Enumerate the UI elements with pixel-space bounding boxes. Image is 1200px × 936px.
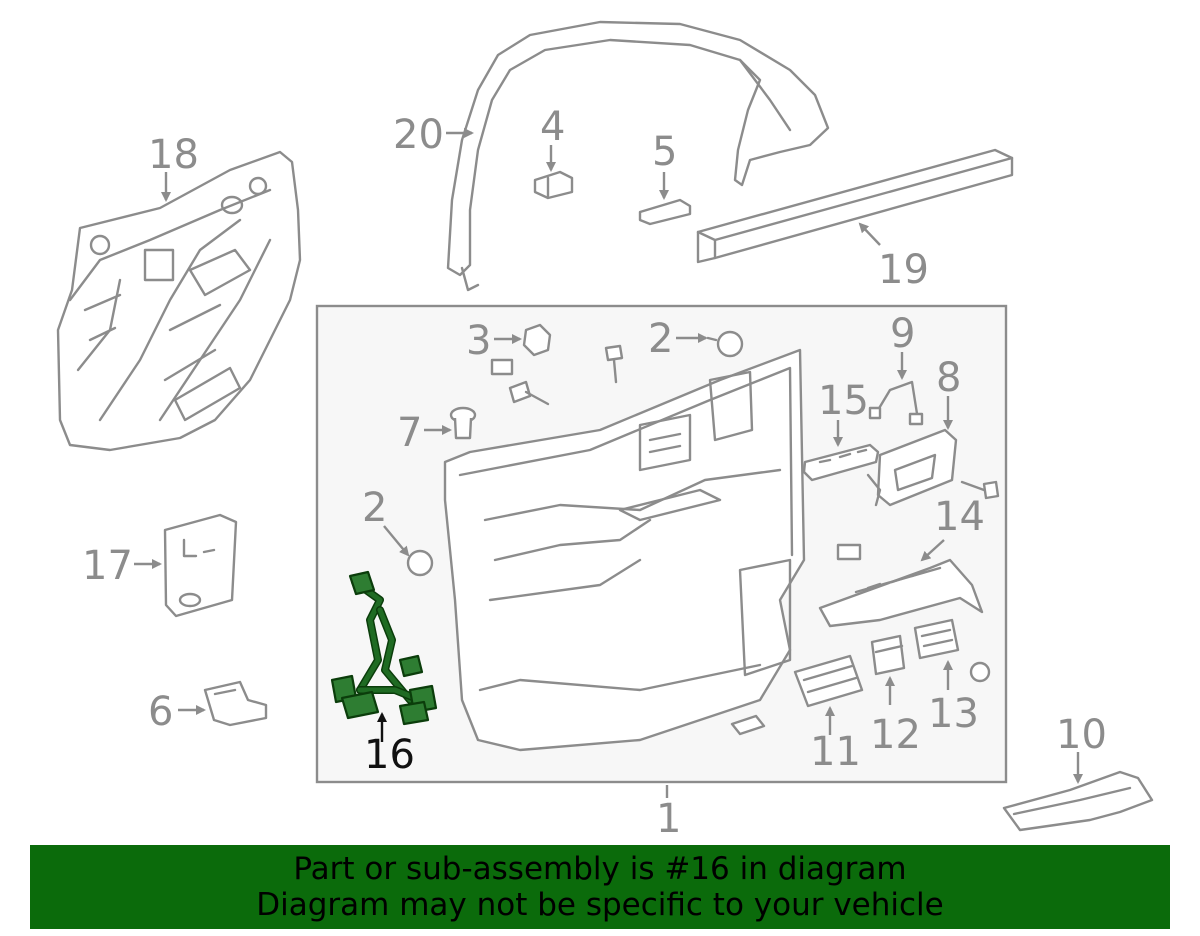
callout-20: 20 — [393, 112, 444, 158]
part-1-door-trim-panel — [443, 348, 806, 752]
callout-6: 6 — [148, 689, 173, 735]
callout-13: 13 — [928, 691, 979, 737]
part-3-nut — [490, 323, 552, 376]
callout-12: 12 — [870, 712, 921, 758]
callout-19: 19 — [878, 247, 929, 293]
part-19-weatherstrip — [696, 148, 1014, 264]
part-10-trim-strip — [1002, 770, 1154, 832]
part-12-switch — [870, 634, 906, 676]
part-16-wiring-harness — [330, 570, 438, 726]
banner-line-1: Part or sub-assembly is #16 in diagram — [293, 851, 907, 887]
callout-17: 17 — [82, 543, 133, 589]
callout-8: 8 — [936, 355, 961, 401]
callout-1: 1 — [656, 796, 681, 842]
part-7-retainer — [449, 406, 477, 440]
callout-16: 16 — [364, 732, 415, 778]
banner-line-2: Diagram may not be specific to your vehi… — [256, 887, 944, 923]
part-8-handle — [866, 428, 958, 507]
part-2-push-pin-lower — [406, 549, 434, 577]
part-20-window-channel — [446, 20, 830, 292]
callout-3: 3 — [466, 318, 491, 364]
callout-7: 7 — [397, 410, 422, 456]
callout-11: 11 — [810, 729, 861, 775]
callout-15: 15 — [818, 378, 869, 424]
part-18-inner-panel — [56, 150, 302, 452]
part-4-clip — [533, 170, 574, 200]
screw-icon — [508, 344, 624, 406]
callout-18: 18 — [148, 132, 199, 178]
part-5-clip — [638, 198, 692, 226]
part-15-switch — [802, 443, 880, 482]
callout-14: 14 — [934, 494, 985, 540]
part-2-push-pin — [706, 330, 744, 358]
part-9-rod — [868, 380, 924, 426]
callout-5: 5 — [652, 129, 677, 175]
part-17-bracket — [163, 513, 238, 618]
callout-2-lower: 2 — [362, 485, 387, 531]
part-11-switch — [793, 654, 864, 708]
callout-2-top: 2 — [648, 316, 673, 362]
callout-9: 9 — [890, 311, 915, 357]
part-14-bezel — [818, 543, 984, 628]
clip-icon — [730, 714, 766, 736]
callout-4: 4 — [540, 104, 565, 150]
part-13-switch — [913, 618, 991, 683]
screw-icon — [960, 480, 1000, 500]
part-6-bracket — [203, 680, 268, 727]
callout-10: 10 — [1056, 712, 1107, 758]
info-banner: Part or sub-assembly is #16 in diagram D… — [30, 845, 1170, 929]
